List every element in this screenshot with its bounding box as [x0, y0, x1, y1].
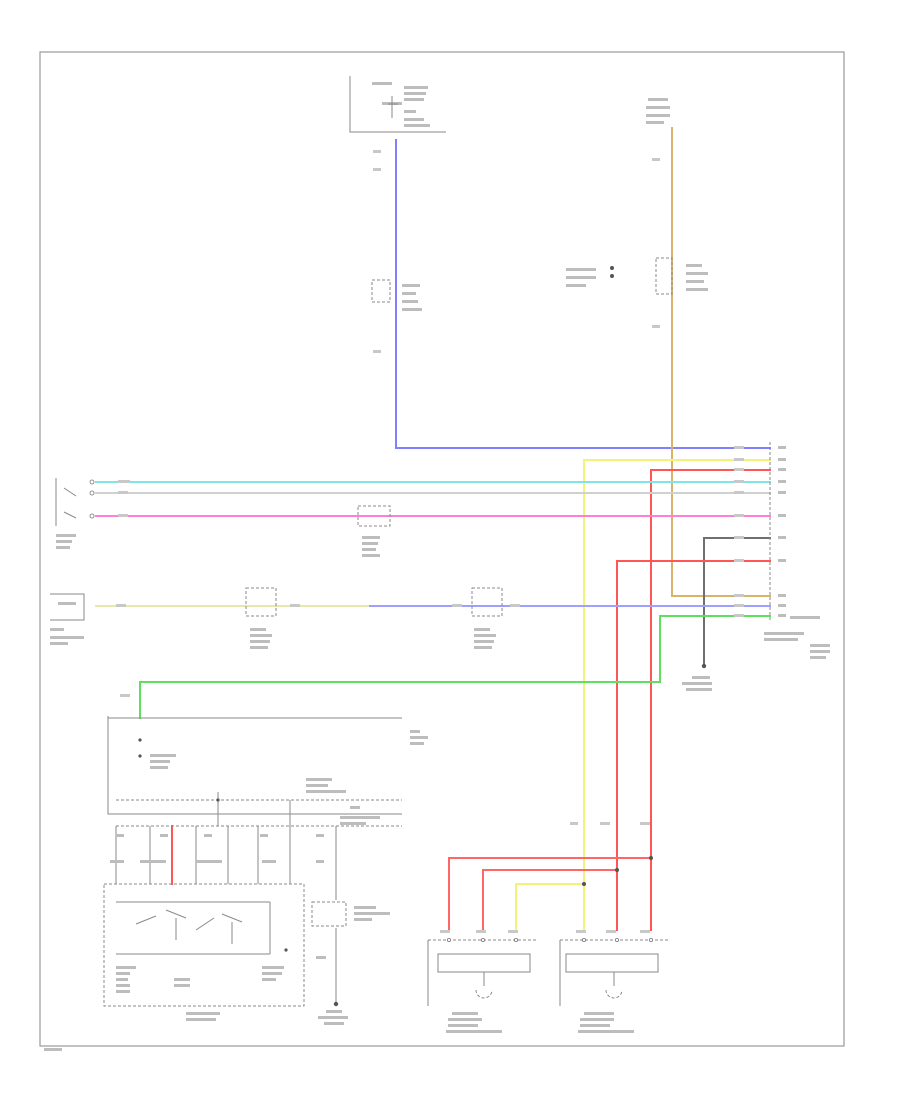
- left-headlight-switch-component: [55, 478, 95, 549]
- wire-red-left-headlight: [448, 857, 652, 931]
- wire-red2-left-headlight: [482, 869, 618, 931]
- combination-links: [110, 826, 324, 884]
- right-ground-component: [682, 663, 712, 691]
- bottom-ground-component: [318, 1001, 348, 1025]
- wire-green: [139, 615, 771, 719]
- left-headlight-component: [427, 930, 536, 1033]
- wire-tan-main: [671, 127, 771, 597]
- bottom-ground-junction: [311, 901, 390, 959]
- corner-label-mark: [44, 1048, 62, 1051]
- diagram-frame: [39, 51, 845, 1047]
- pcm-left-component: [50, 593, 85, 645]
- wire-red-lower: [616, 560, 771, 931]
- wire-yellow-left-headlight: [515, 883, 585, 931]
- right-top-fuse-component: [646, 98, 670, 124]
- middle-junction-component: [357, 505, 391, 557]
- right-junction-connector: [566, 257, 708, 295]
- bottom-junction-left: [245, 587, 277, 649]
- junction-connector-upper: [371, 279, 422, 311]
- wire-tags: [116, 150, 744, 825]
- combination-switch-box-component: [103, 883, 305, 1021]
- main-right-unit-component: [764, 442, 830, 659]
- right-headlight-component: [559, 930, 668, 1033]
- wire-red-upper: [650, 469, 771, 931]
- wire-yellow-main: [583, 459, 771, 931]
- wire-blue-main: [395, 139, 771, 449]
- combination-unit-component: [107, 716, 428, 827]
- splice-dots: [582, 856, 653, 886]
- wire-dark-ground: [703, 537, 771, 665]
- top-fuse-component: [349, 76, 446, 133]
- bottom-junction-right: [471, 587, 503, 649]
